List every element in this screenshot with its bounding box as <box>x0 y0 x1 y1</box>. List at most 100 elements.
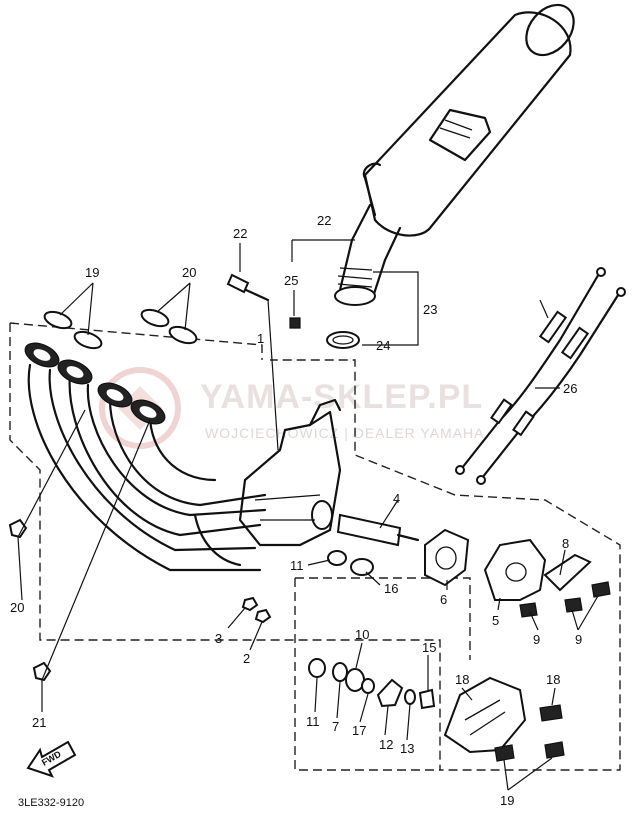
callout-10: 10 <box>355 627 369 642</box>
collector-body <box>238 398 342 547</box>
callout-19a: 19 <box>85 265 99 280</box>
gasket-19-d <box>168 325 198 345</box>
small-fasteners <box>8 518 272 682</box>
header-port-4 <box>139 406 157 418</box>
callout-18b: 19 <box>500 793 514 808</box>
fwd-arrow-shape <box>26 740 77 778</box>
muffler-connector-pipe <box>338 203 402 302</box>
header-pipe-2-inner <box>86 383 267 517</box>
shaft-4-tip <box>396 533 420 542</box>
exhaust-headers <box>24 342 267 572</box>
oring-16 <box>361 678 375 694</box>
joint-pipe-spring <box>337 267 373 288</box>
callout-4: 4 <box>393 491 400 506</box>
header-pipe-1-inner <box>48 368 257 552</box>
callout-20-upper: 20 <box>10 600 24 615</box>
main-assembly-outline <box>9 323 621 771</box>
leader-26 <box>539 299 549 319</box>
callout-2: 2 <box>243 651 250 666</box>
bracket-5-hole <box>505 562 527 582</box>
collector-outlet <box>308 398 342 427</box>
muffler-bracket-detail <box>439 119 473 139</box>
header-pipe-2-outer <box>68 373 262 537</box>
bushing-11-upper <box>327 550 347 566</box>
gasket-19-a <box>43 310 73 330</box>
cable-25-end <box>616 287 626 297</box>
leader-8 <box>559 549 566 576</box>
leader-21-to-collector <box>267 299 279 451</box>
bushing-11-lower <box>308 658 326 678</box>
bolt-18-upper <box>539 704 563 722</box>
leader-7 <box>336 681 341 719</box>
callout-6: 6 <box>440 592 447 607</box>
leader-5 <box>497 597 501 611</box>
callout-11-upper: 11 <box>290 558 304 573</box>
nut-3 <box>241 596 259 612</box>
leader-19a <box>59 282 94 336</box>
cover-17-group <box>443 676 565 762</box>
callout-labels: 19 20 22 22 25 23 24 1 26 4 11 16 6 8 5 … <box>10 213 582 808</box>
watermark-logo-ring <box>99 367 181 449</box>
bolt-21-shaft <box>244 288 270 302</box>
fwd-arrow-icon: FWD <box>26 740 77 778</box>
gaskets-19 <box>43 308 198 350</box>
leader-18b <box>503 757 553 791</box>
collector-housing <box>238 410 342 547</box>
leader-11-lower <box>314 677 318 713</box>
bolt-2 <box>254 608 272 624</box>
cable-26-end <box>596 267 606 277</box>
bolt-18-lower-right <box>544 741 565 759</box>
callout-3: 3 <box>215 631 222 646</box>
leader-19b <box>156 282 191 331</box>
cables <box>455 267 626 485</box>
gasket-23-inner <box>332 335 354 345</box>
header-port-3 <box>106 389 124 401</box>
collector-ribs <box>254 494 321 521</box>
assembly-outlines <box>9 322 621 771</box>
callout-18a: 18 <box>546 672 560 687</box>
watermark-subtitle: WOJCIECHOWICZ | DEALER YAMAHA <box>205 425 484 441</box>
callout-9a: 9 <box>533 632 540 647</box>
header-outline <box>9 322 263 360</box>
callout-15: 16 <box>384 581 398 596</box>
lower-pulley-group <box>308 658 436 710</box>
cable-26-sleeve <box>490 398 513 425</box>
muffler-end-cap <box>525 3 575 57</box>
leader-20-lower-to-header <box>41 419 151 681</box>
leader-11-upper <box>307 559 331 566</box>
leader-18a <box>551 687 556 706</box>
leader-17 <box>461 687 473 701</box>
callout-7: 7 <box>332 719 339 734</box>
muffler-bracket <box>428 108 492 162</box>
callout-1: 1 <box>257 331 264 346</box>
watermark-title: YAMA-SKLEP.PL <box>200 378 483 416</box>
callout-8: 8 <box>562 536 569 551</box>
diagram-code: 3LE332-9120 <box>18 797 84 809</box>
leader-10 <box>355 642 363 669</box>
muffler-inlet-edge <box>362 162 382 217</box>
leader-4 <box>379 499 399 529</box>
header-pipe-4 <box>148 413 217 482</box>
callout-16: 17 <box>352 723 366 738</box>
leader-16 <box>359 693 369 723</box>
exup-shaft-group <box>327 513 470 587</box>
header-port-1 <box>33 349 51 361</box>
washer-13 <box>404 689 416 705</box>
joint-pipe-band <box>334 286 376 306</box>
gasket-23 <box>326 331 360 349</box>
callout-23: 24 <box>376 338 390 353</box>
callout-14: 15 <box>422 640 436 655</box>
pulley-bracket-group <box>483 538 611 618</box>
cable-26-adjuster <box>538 310 568 344</box>
bracket-22-side <box>362 271 419 346</box>
bracket-22-top <box>291 239 355 262</box>
cable-25-adjuster <box>560 326 590 360</box>
header-pipe-1-outer <box>27 363 262 572</box>
leader-13 <box>406 703 411 741</box>
leader-20-upper-to-header <box>17 409 86 538</box>
header-port-2 <box>66 366 84 378</box>
callout-21: 22 <box>233 226 247 241</box>
callout-5: 5 <box>492 613 499 628</box>
